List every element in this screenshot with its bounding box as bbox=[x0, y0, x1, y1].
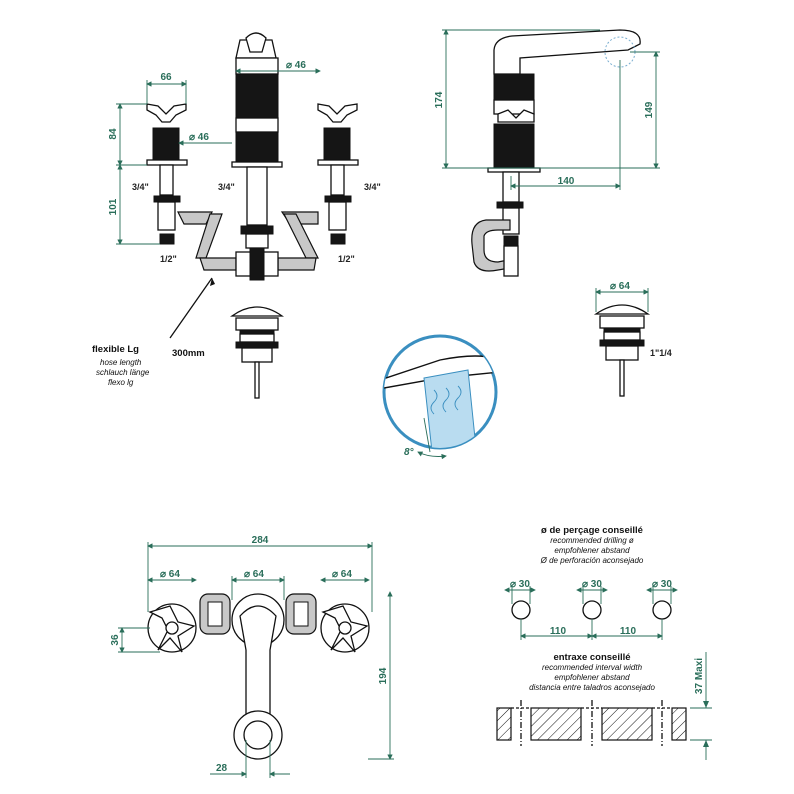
top-right-handle bbox=[320, 603, 370, 653]
dim-handle-height: 84 bbox=[108, 128, 119, 140]
thread-left: 3/4" bbox=[132, 182, 149, 192]
connector-right: 1/2" bbox=[338, 254, 355, 264]
waste-diameter: ⌀ 64 bbox=[610, 281, 630, 292]
waste-thread: 1"1/4 bbox=[650, 348, 672, 358]
top-left-handle bbox=[147, 603, 197, 653]
spout-detail-circle: 8° bbox=[382, 334, 498, 460]
top-view: 284 ⌀ 64 ⌀ 64 ⌀ 64 36 194 28 bbox=[110, 535, 394, 778]
drill-hole-1 bbox=[511, 600, 531, 620]
popup-waste-side: ⌀ 64 1"1/4 bbox=[593, 281, 672, 397]
thread-center: 3/4" bbox=[218, 182, 235, 192]
top-spout-lever bbox=[231, 593, 285, 760]
dim-d1: ⌀ 64 bbox=[160, 569, 180, 580]
hose-line-3: flexo lg bbox=[108, 378, 134, 387]
drill-hole-3 bbox=[652, 600, 672, 620]
drilling-line-2: empfohlener abstand bbox=[554, 546, 630, 555]
dim-total: 284 bbox=[252, 535, 269, 546]
dim-handle-width: 66 bbox=[160, 72, 172, 83]
left-cross-handle bbox=[146, 103, 188, 245]
drilling-line-3: Ø de perforación aconsejado bbox=[540, 556, 644, 565]
dim-body-diameter: ⌀ 46 bbox=[189, 132, 209, 143]
hose-length: 300mm bbox=[172, 348, 205, 359]
interval-max: 37 Maxi bbox=[694, 658, 705, 694]
drill-spacing-2: 110 bbox=[620, 626, 637, 637]
drill-d3: ⌀ 30 bbox=[652, 579, 672, 590]
interval-line-3: distancia entre taladros aconsejado bbox=[529, 683, 655, 692]
dim-reach: 140 bbox=[558, 176, 575, 187]
dim-height: 174 bbox=[434, 91, 445, 108]
dim-lower: 101 bbox=[108, 198, 119, 215]
dim-d3: ⌀ 64 bbox=[332, 569, 352, 580]
dim-base: 28 bbox=[216, 763, 228, 774]
interval-title: entraxe conseillé bbox=[553, 652, 630, 663]
top-dimensions: 284 ⌀ 64 ⌀ 64 ⌀ 64 36 194 28 bbox=[110, 535, 394, 778]
drilling-recommendation: ø de perçage conseillé recommended drill… bbox=[504, 525, 678, 640]
interval-recommendation: entraxe conseillé recommended interval w… bbox=[496, 652, 712, 760]
right-cross-handle bbox=[317, 103, 359, 245]
drilling-title: ø de perçage conseillé bbox=[541, 525, 643, 536]
detail-angle: 8° bbox=[404, 447, 415, 458]
central-spout-body bbox=[231, 32, 283, 249]
side-view: 174 149 140 bbox=[434, 29, 660, 277]
front-dimensions: 66 84 101 ⌀ 46 ⌀ 46 bbox=[108, 60, 321, 245]
drilling-line-1: recommended drilling ø bbox=[550, 536, 634, 545]
drill-d2: ⌀ 30 bbox=[582, 579, 602, 590]
hose-line-2: schlauch länge bbox=[96, 368, 150, 377]
drill-d1: ⌀ 30 bbox=[510, 579, 530, 590]
connection-hoses bbox=[177, 211, 319, 281]
deck-section bbox=[496, 700, 687, 746]
dim-d2: ⌀ 64 bbox=[244, 569, 264, 580]
hose-leader-line bbox=[169, 277, 213, 339]
dim-length: 194 bbox=[378, 667, 389, 684]
hose-title: flexible Lg bbox=[92, 344, 139, 355]
drill-hole-2 bbox=[582, 600, 602, 620]
interval-line-2: empfohlener abstand bbox=[554, 673, 630, 682]
hose-line-1: hose length bbox=[100, 358, 142, 367]
dim-spout-diameter: ⌀ 46 bbox=[286, 60, 306, 71]
interval-line-1: recommended interval width bbox=[542, 663, 643, 672]
thread-right: 3/4" bbox=[364, 182, 381, 192]
front-view: 66 84 101 ⌀ 46 ⌀ 46 3/4" 3/4" 3/4" 1/2" … bbox=[92, 32, 381, 399]
popup-waste-front bbox=[229, 306, 285, 399]
connector-left: 1/2" bbox=[160, 254, 177, 264]
side-dimensions: 174 149 140 bbox=[434, 29, 660, 190]
dim-spout-height: 149 bbox=[644, 101, 655, 118]
drill-spacing-1: 110 bbox=[550, 626, 567, 637]
dim-handle: 36 bbox=[110, 634, 121, 646]
